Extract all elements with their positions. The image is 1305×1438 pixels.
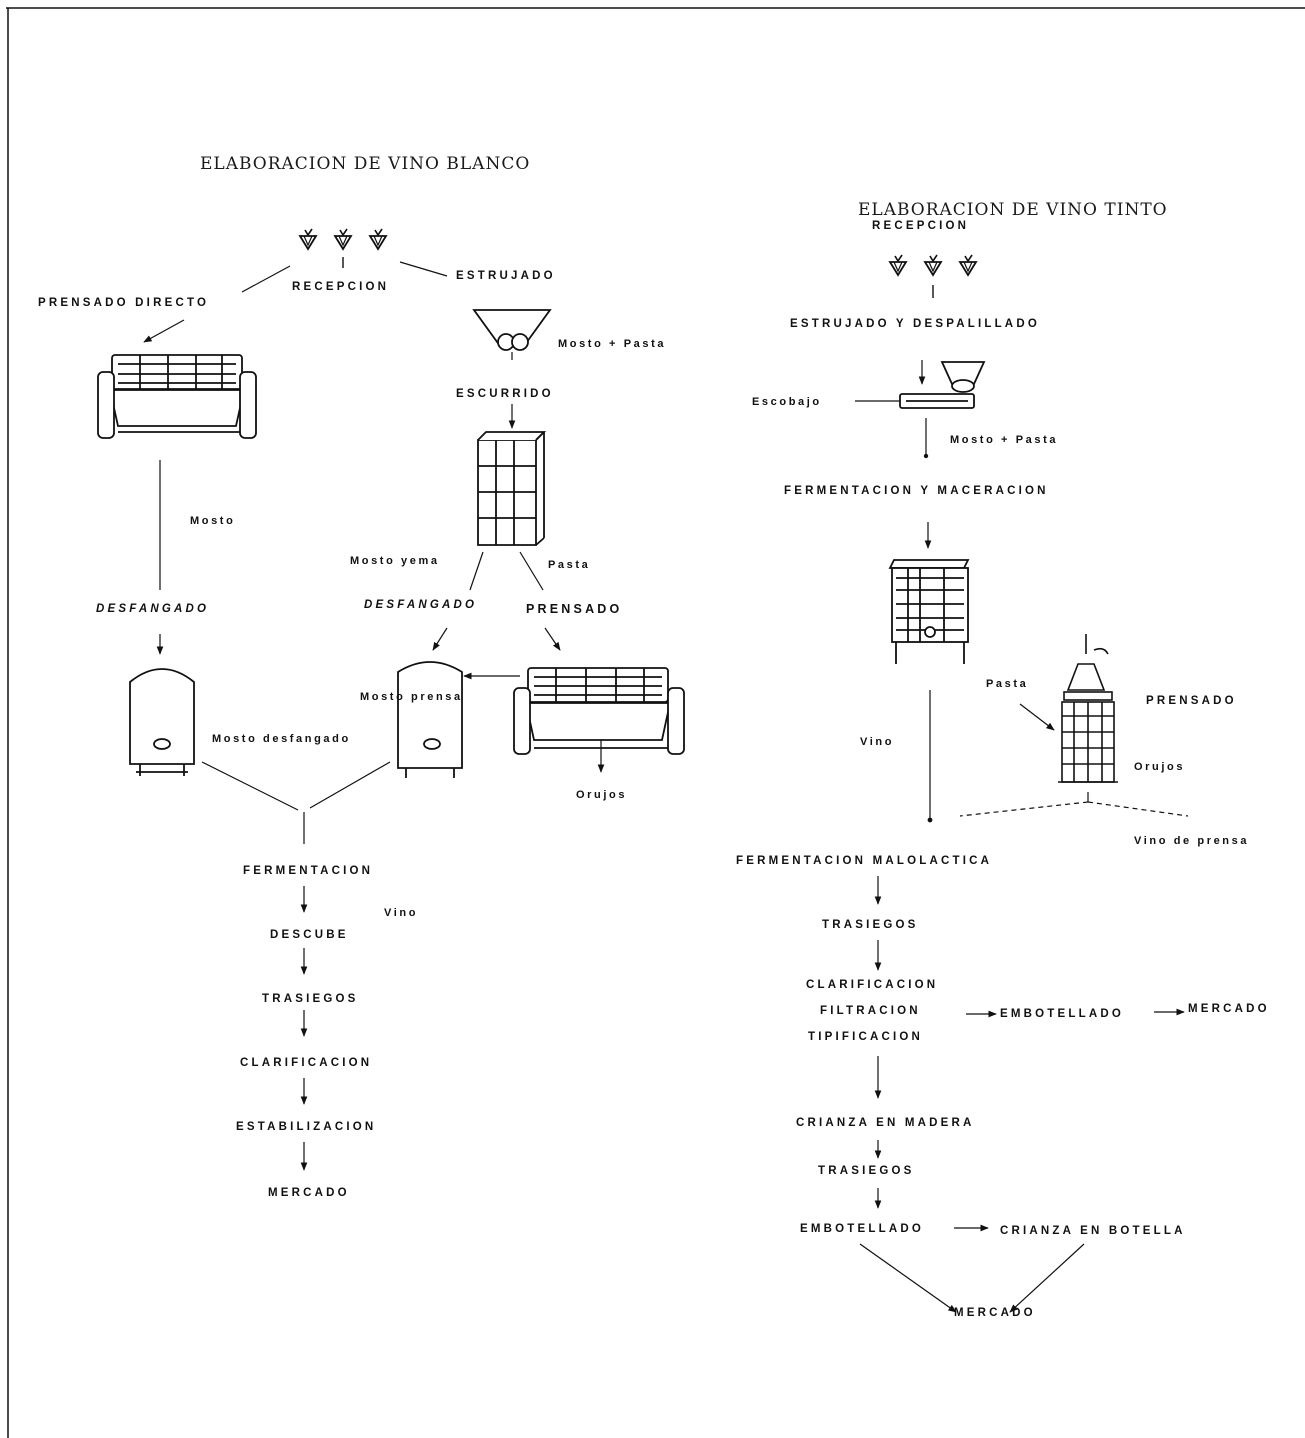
white-desfangado-mid: DESFANGADO [364,599,478,611]
red-embotellado-2: EMBOTELLADO [800,1223,924,1235]
white-clarificacion: CLARIFICACION [240,1057,373,1069]
white-press-right [513,667,685,755]
white-estrujado: ESTRUJADO [456,270,556,282]
white-fermentacion: FERMENTACION [243,865,374,877]
white-desfangado-left: DESFANGADO [96,603,210,615]
red-orujos: Orujos [1134,761,1186,773]
red-mercado-1: MERCADO [1188,1003,1270,1015]
white-estabilizacion: ESTABILIZACION [236,1121,377,1133]
white-prensado: PRENSADO [526,602,623,616]
red-tipificacion: TIPIFICACION [808,1031,924,1043]
white-mosto-pasta: Mosto + Pasta [558,338,667,350]
white-pasta: Pasta [548,559,591,571]
white-mosto: Mosto [190,515,236,527]
red-mercado-2: MERCADO [954,1307,1036,1319]
red-estrujado-despalillado: ESTRUJADO Y DESPALILLADO [790,318,1040,330]
red-pasta: Pasta [986,678,1029,690]
white-mosto-yema: Mosto yema [350,555,440,567]
white-crusher [472,309,552,351]
red-crianza-botella: CRIANZA EN BOTELLA [1000,1225,1186,1237]
red-filtracion: FILTRACION [820,1005,921,1017]
red-fermentation-vat [888,559,970,664]
red-vino-prensa: Vino de prensa [1134,835,1250,847]
red-grapes-icon [889,254,977,298]
white-wine-title: ELABORACION DE VINO BLANCO [200,154,531,174]
red-trasiegos-2: TRASIEGOS [818,1165,915,1177]
red-trasiegos-1: TRASIEGOS [822,919,919,931]
red-fermentacion-maceracion: FERMENTACION Y MACERACION [784,485,1049,497]
red-prensado: PRENSADO [1146,695,1237,707]
red-connectors [855,360,1189,1313]
red-destemmer [899,361,986,409]
red-fermentacion-malolactica: FERMENTACION MALOLACTICA [736,855,993,867]
white-vino: Vino [384,907,419,919]
red-crianza-madera: CRIANZA EN MADERA [796,1117,975,1129]
white-connectors [143,261,605,1171]
white-prensado-directo: PRENSADO DIRECTO [38,297,210,309]
white-mercado: MERCADO [268,1187,350,1199]
white-mosto-prensa: Mosto prensa [360,691,463,703]
white-orujos: Orujos [576,789,628,801]
page-border [6,7,1305,1438]
red-clarificacion: CLARIFICACION [806,979,939,991]
red-vino: Vino [860,736,895,748]
red-wine-title: ELABORACION DE VINO TINTO [858,200,1168,220]
red-escobajo: Escobajo [752,396,822,408]
white-descube: DESCUBE [270,929,349,941]
white-recepcion: RECEPCION [292,281,390,293]
white-tank-mid [397,661,463,778]
red-embotellado-1: EMBOTELLADO [1000,1008,1124,1020]
red-mosto-pasta: Mosto + Pasta [950,434,1059,446]
red-vertical-press [1058,634,1118,783]
white-escurrido: ESCURRIDO [456,388,554,400]
white-trasiegos: TRASIEGOS [262,993,359,1005]
white-press-direct [97,354,257,439]
white-tank-left [129,668,195,776]
red-recepcion: RECEPCION [872,220,970,232]
white-grapes-icon [299,228,387,268]
white-mosto-desfangado: Mosto desfangado [212,733,351,745]
white-drainer [477,431,547,546]
